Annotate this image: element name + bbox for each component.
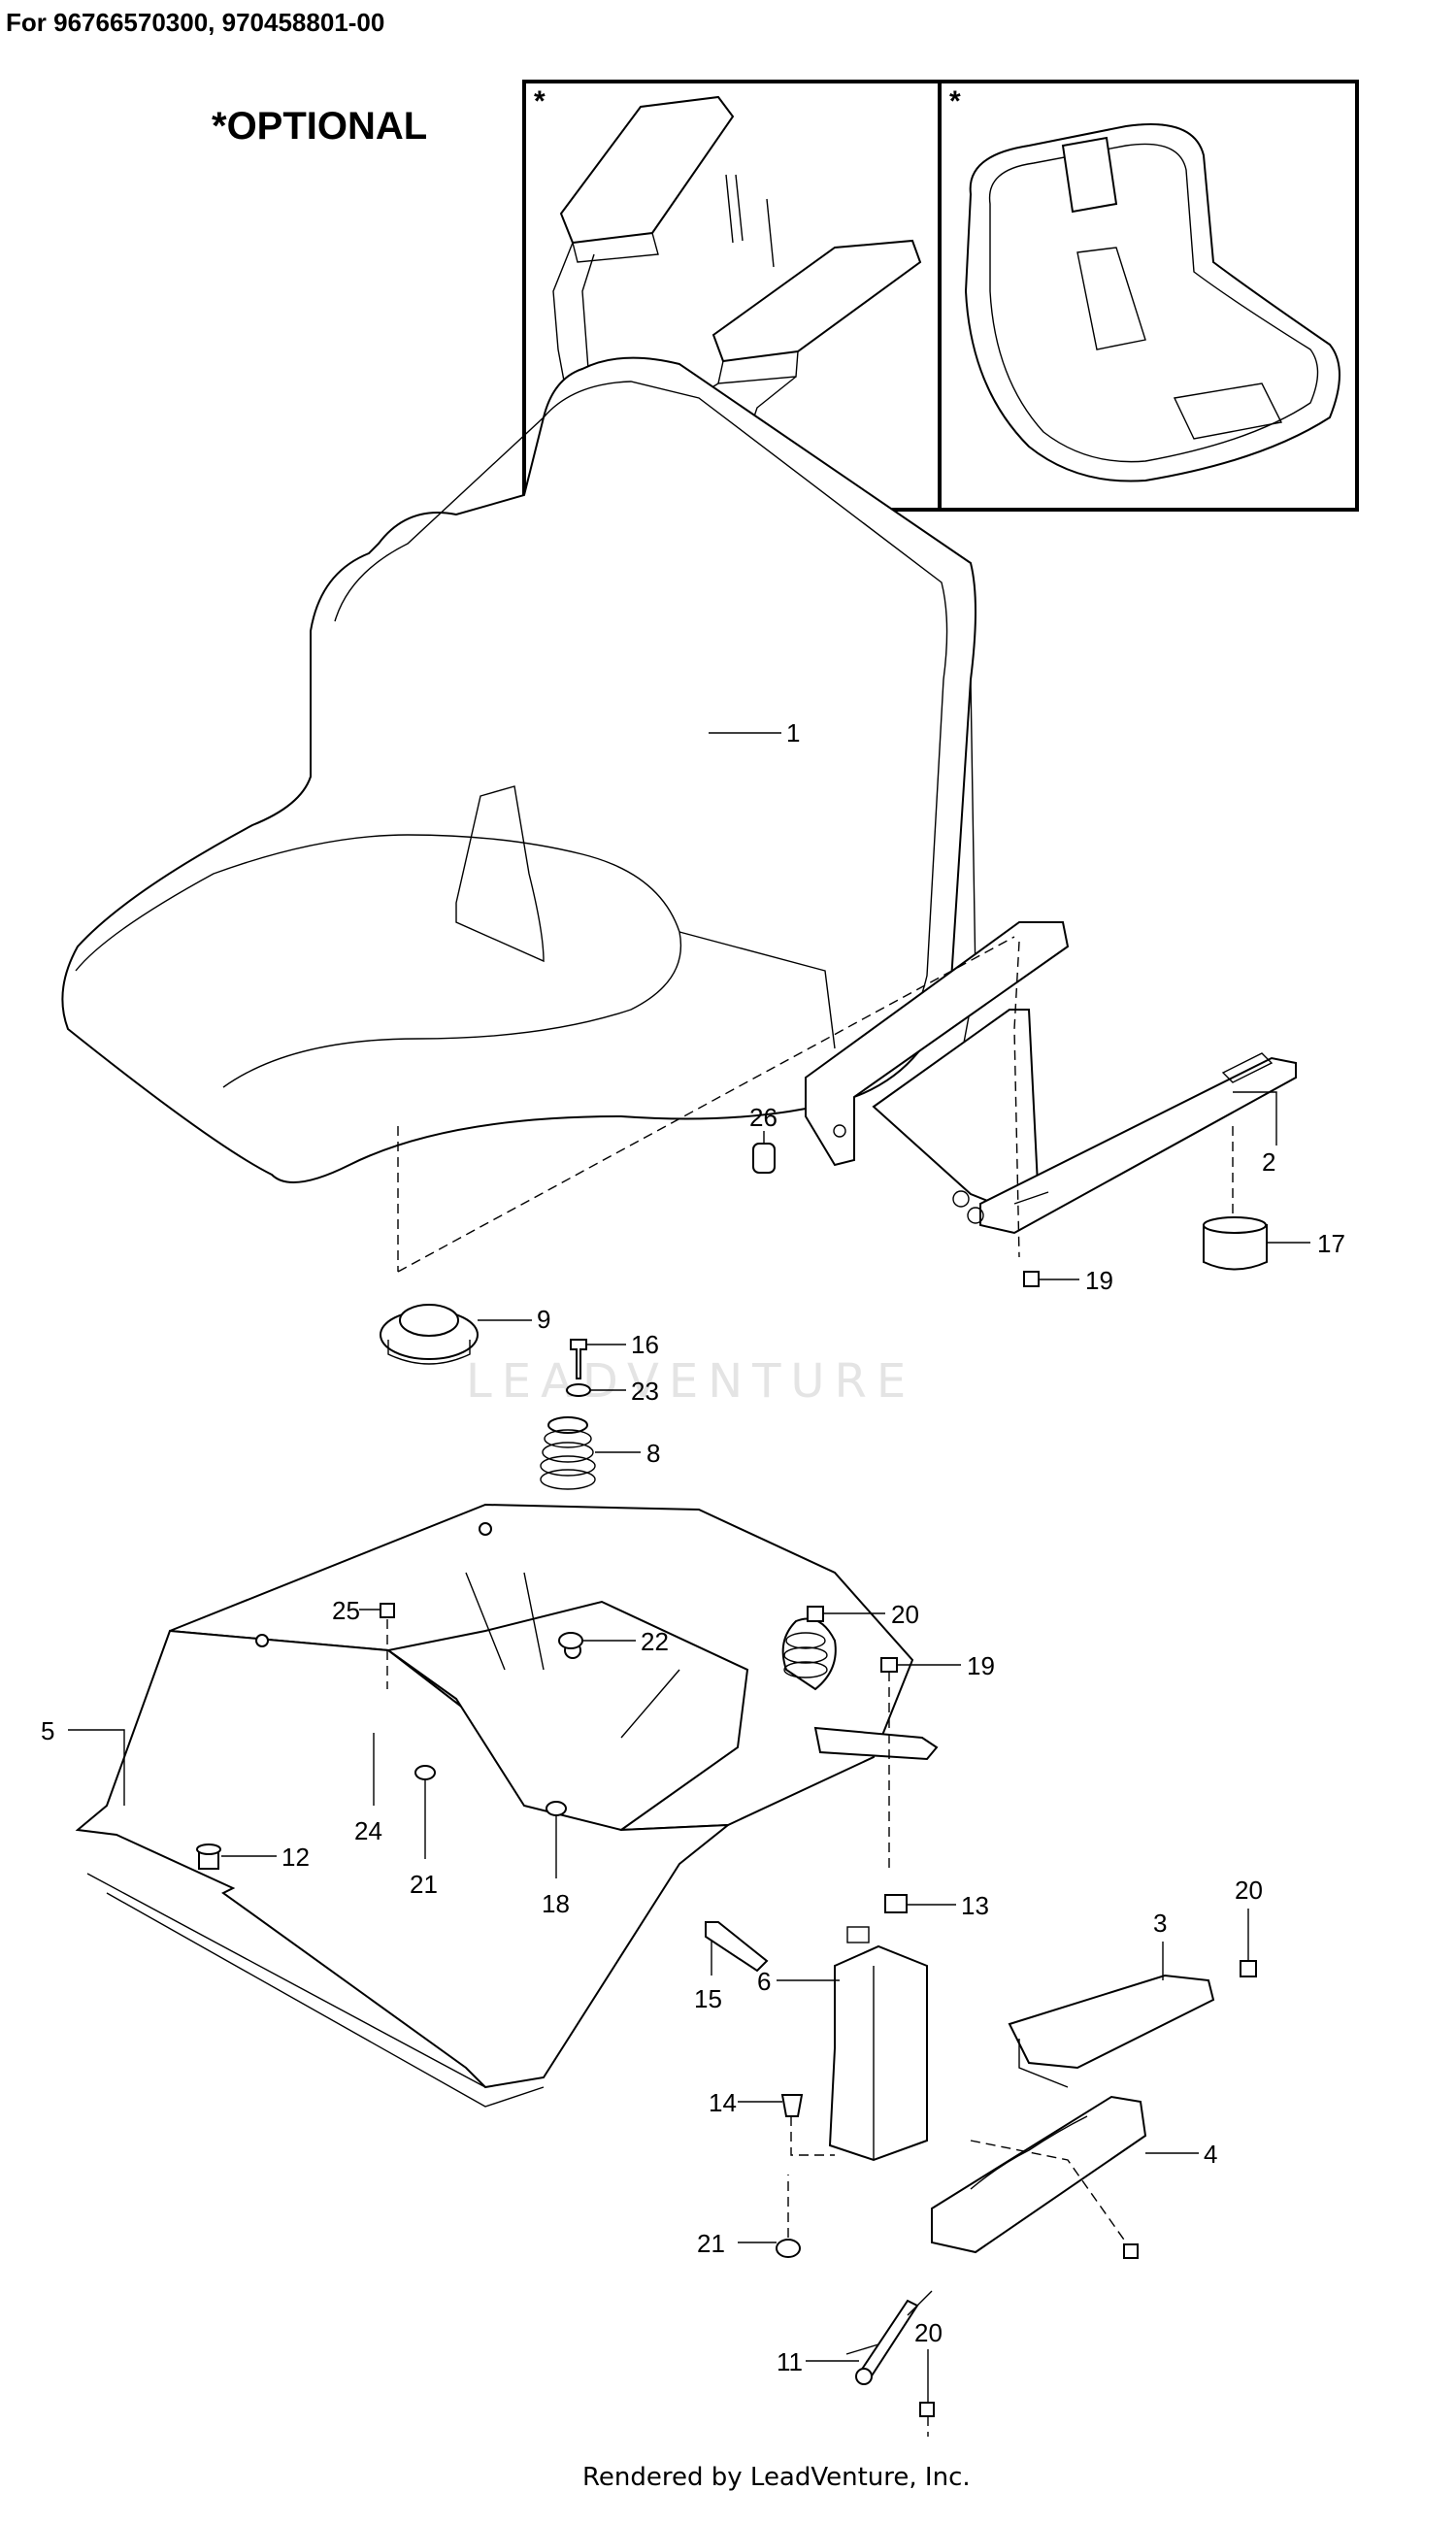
callout-24: 24: [354, 1816, 382, 1845]
bolt-19-mid: [880, 1657, 898, 1673]
seat-frame-drawing: [805, 921, 1297, 1235]
washer-23: [566, 1383, 591, 1397]
callout-5: 5: [41, 1716, 54, 1745]
callout-2: 2: [1262, 1147, 1275, 1177]
optional-marker-right: *: [949, 85, 961, 117]
main-panel-drawing: [75, 1503, 939, 2108]
callout-4: 4: [1204, 2140, 1217, 2169]
clip-13: [884, 1894, 908, 1913]
callout-25: 25: [332, 1596, 360, 1625]
pin-15: [705, 1921, 769, 1973]
callout-21-left: 21: [410, 1870, 438, 1899]
nut-21-bottom: [776, 2239, 801, 2258]
watermark: LEADVENTURE: [466, 1354, 916, 1409]
callout-23: 23: [631, 1377, 659, 1406]
callout-14: 14: [709, 2088, 737, 2117]
bumper-17: [1203, 1224, 1268, 1271]
bracket-3: [1008, 1974, 1215, 2088]
callout-3: 3: [1153, 1909, 1167, 1938]
callout-17: 17: [1317, 1229, 1345, 1258]
callout-21-bottom: 21: [697, 2229, 725, 2258]
callout-11: 11: [777, 2347, 803, 2376]
bolt-16: [570, 1339, 587, 1379]
bumper-26: [752, 1143, 776, 1174]
callout-26: 26: [749, 1103, 778, 1132]
nut-22: [558, 1632, 583, 1649]
callout-20-top: 20: [891, 1600, 919, 1629]
spring-8: [540, 1416, 596, 1490]
nut-18: [546, 1801, 567, 1816]
callout-8: 8: [646, 1439, 660, 1468]
optional-seat-drawing: [964, 123, 1340, 482]
callout-19-mid: 19: [967, 1651, 995, 1680]
callout-20-bottom: 20: [914, 2318, 943, 2347]
bolt-25: [380, 1603, 395, 1618]
optional-label: *OPTIONAL: [212, 105, 428, 148]
nut-21-left: [414, 1765, 436, 1780]
footer-credit: Rendered by LeadVenture, Inc.: [582, 2463, 971, 2492]
plate-4: [931, 2095, 1147, 2254]
callout-20-right: 20: [1235, 1876, 1263, 1905]
knob-9: [380, 1304, 479, 1365]
callout-9: 9: [537, 1305, 550, 1334]
callout-13: 13: [961, 1891, 989, 1920]
callout-6: 6: [757, 1967, 771, 1996]
callout-19-top: 19: [1085, 1266, 1113, 1295]
callout-16: 16: [631, 1330, 659, 1359]
callout-1: 1: [786, 718, 800, 747]
model-header: For 96766570300, 970458801-00: [6, 8, 385, 37]
link-11: [845, 2290, 933, 2385]
callout-15: 15: [694, 1984, 722, 2013]
bolt-19: [1023, 1271, 1040, 1287]
pin-14: [780, 2094, 804, 2117]
callout-22: 22: [641, 1627, 669, 1656]
bolt-20-top: [807, 1606, 824, 1622]
optional-marker-left: *: [534, 85, 546, 117]
bolt-20-right: [1240, 1960, 1257, 1977]
callout-12: 12: [281, 1843, 310, 1872]
callout-18: 18: [542, 1889, 570, 1918]
bolt-20-bottom: [919, 2402, 935, 2417]
bracket-6: [828, 1926, 928, 2162]
